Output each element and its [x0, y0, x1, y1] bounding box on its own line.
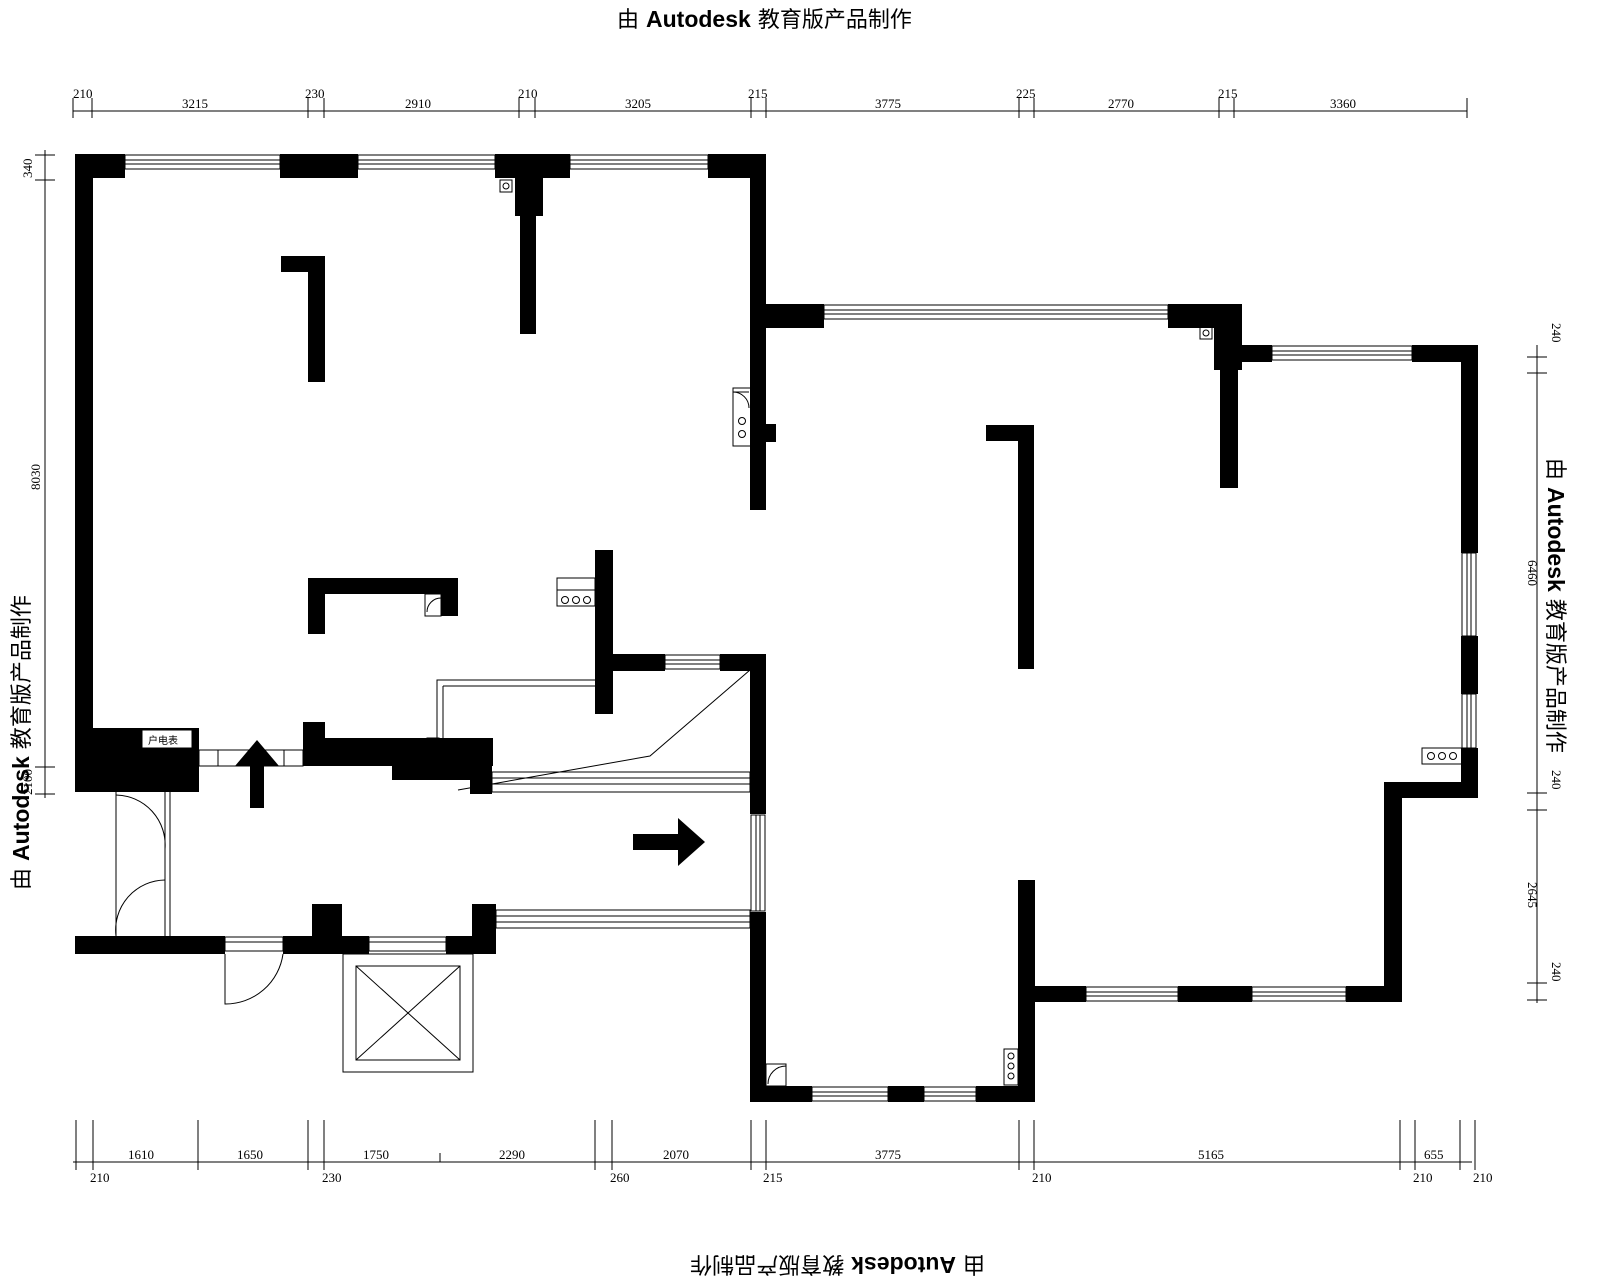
top-dim-11: 215	[1218, 86, 1238, 101]
left-dim-2: 8030	[28, 464, 43, 490]
right-dim-3: 240	[1549, 770, 1564, 790]
fixtures	[115, 179, 1463, 1087]
bottom-dim-1: 1610	[128, 1147, 154, 1162]
bottom-small-dim-4: 215	[763, 1170, 783, 1185]
walls	[75, 154, 1478, 1102]
arrow-right-icon	[633, 818, 705, 866]
dimension-lines	[35, 98, 1547, 1170]
bottom-small-dim-2: 230	[322, 1170, 342, 1185]
top-dim-6: 3205	[625, 96, 651, 111]
right-dim-5: 240	[1549, 962, 1564, 982]
left-dim-3: 2100	[20, 769, 35, 795]
bottom-dim-3: 1750	[363, 1147, 389, 1162]
watermark-bottom: 由 Autodesk 教育版产品制作	[690, 1251, 985, 1278]
watermark-right: 由 Autodesk 教育版产品制作	[1542, 458, 1569, 753]
bottom-dim-2: 1650	[237, 1147, 263, 1162]
top-dim-8: 3775	[875, 96, 901, 111]
top-dim-5: 210	[518, 86, 538, 101]
bottom-dim-5: 2070	[663, 1147, 689, 1162]
bottom-small-dim-6: 210	[1413, 1170, 1433, 1185]
bottom-dim-8: 655	[1424, 1147, 1444, 1162]
bottom-small-dim-7: 210	[1473, 1170, 1493, 1185]
dimension-labels: 210 3215 230 2910 210 3205 215 3775 225 …	[20, 86, 1564, 1185]
watermark-top: 由 Autodesk 教育版产品制作	[617, 6, 912, 33]
top-dim-2: 3215	[182, 96, 208, 111]
watermark-left: 由 Autodesk 教育版产品制作	[8, 595, 35, 890]
top-dim-3: 230	[305, 86, 325, 101]
bottom-small-dim-1: 210	[90, 1170, 110, 1185]
bottom-dim-6: 3775	[875, 1147, 901, 1162]
top-dim-10: 2770	[1108, 96, 1134, 111]
top-dim-12: 3360	[1330, 96, 1356, 111]
top-dim-7: 215	[748, 86, 768, 101]
bottom-small-dim-3: 260	[610, 1170, 630, 1185]
right-dim-2: 6460	[1525, 560, 1540, 586]
bottom-small-dim-5: 210	[1032, 1170, 1052, 1185]
meter-box-label: 户电表	[148, 734, 178, 747]
bottom-dim-4: 2290	[499, 1147, 525, 1162]
arrow-up-icon	[235, 740, 279, 808]
top-dim-1: 210	[73, 86, 93, 101]
top-dim-9: 225	[1016, 86, 1036, 101]
bottom-dim-7: 5165	[1198, 1147, 1224, 1162]
left-dim-1: 340	[20, 159, 35, 179]
top-dim-4: 2910	[405, 96, 431, 111]
right-dim-4: 2645	[1525, 882, 1540, 908]
direction-arrows	[235, 740, 705, 866]
windows	[124, 154, 1477, 1102]
right-dim-1: 240	[1549, 323, 1564, 343]
